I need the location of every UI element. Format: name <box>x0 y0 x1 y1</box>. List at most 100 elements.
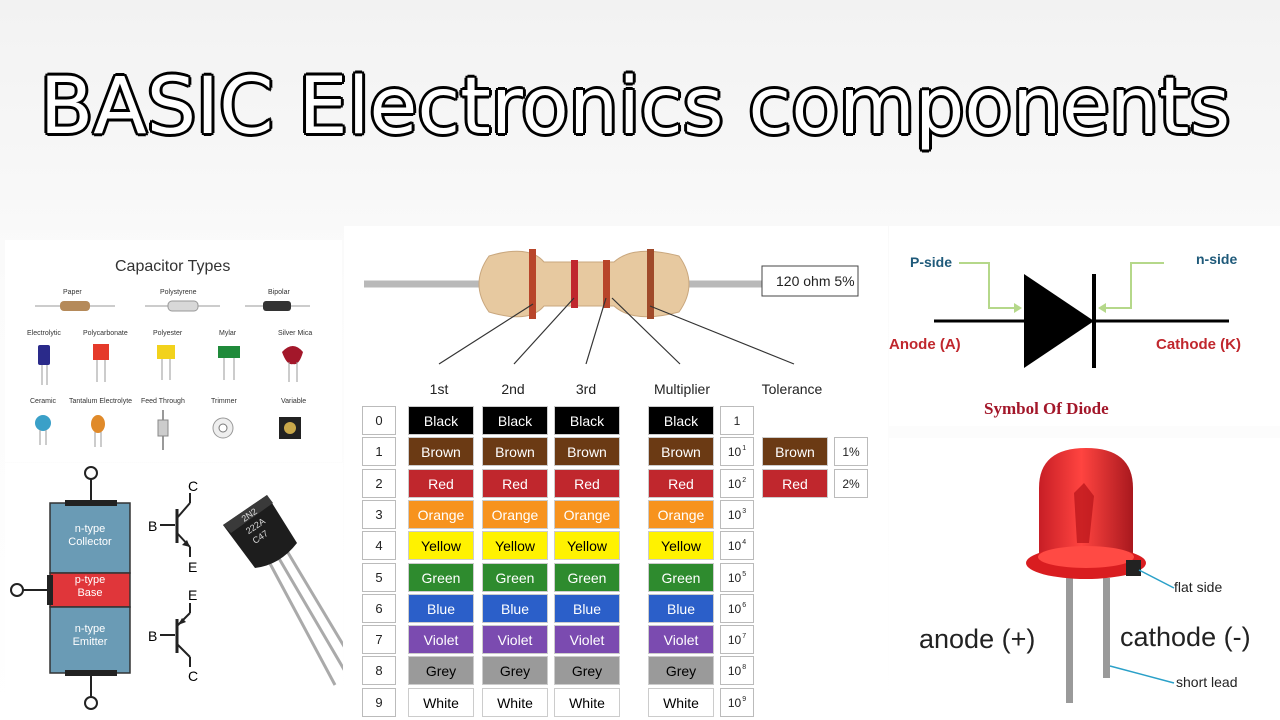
electrolytic-capacitor-icon <box>38 345 50 385</box>
resistor-band-4 <box>647 249 654 319</box>
multiplier-exponent: 1 <box>742 445 747 452</box>
color-band-cell: Blue <box>554 594 620 623</box>
color-band-cell: Blue <box>648 594 714 623</box>
color-band-cell: Green <box>648 563 714 592</box>
pnp-base-label: B <box>148 628 158 644</box>
color-band-cell: Black <box>554 406 620 435</box>
multiplier-exponent: 4 <box>742 539 747 546</box>
capacitor-label-feed-through: Feed Through <box>141 398 185 405</box>
capacitor-label-silver-mica: Silver Mica <box>278 330 313 337</box>
color-band-cell: Black <box>482 406 548 435</box>
emitter-layer-label: n-type Emitter <box>72 623 108 648</box>
row-index: 3 <box>362 500 396 529</box>
n-side-label: n-side <box>1196 251 1238 267</box>
tolerance-color-cell: Red <box>762 469 828 498</box>
diode-symbol-diagram <box>934 262 1229 368</box>
polystyrene-capacitor-icon <box>145 300 220 312</box>
polyester-capacitor-icon <box>157 345 175 380</box>
color-band-cell: Brown <box>408 437 474 466</box>
led-anode-label: anode (+) <box>919 624 1036 654</box>
collector-region <box>49 502 131 574</box>
color-band-cell: Yellow <box>408 531 474 560</box>
color-band-cell: Brown <box>482 437 548 466</box>
color-band-cell: Black <box>408 406 474 435</box>
color-band-cell: Violet <box>482 625 548 654</box>
capacitor-label-mylar: Mylar <box>219 330 237 337</box>
tolerance-value-cell: 1% <box>834 437 868 466</box>
row-index: 9 <box>362 688 396 717</box>
mylar-capacitor-icon <box>218 346 240 380</box>
color-band-cell: Orange <box>482 500 548 529</box>
pnp-emitter-label: E <box>188 587 198 603</box>
multiplier-exponent: 8 <box>742 664 747 671</box>
resistor-value-label: 120 ohm 5% <box>776 273 855 289</box>
tantalum-capacitor-icon <box>91 415 105 447</box>
npn-base-label: B <box>148 518 158 534</box>
cathode-lead <box>1103 578 1110 678</box>
resistor-color-code-panel: 120 ohm 5% 1st 2nd 3rd Multiplier Tolera… <box>344 226 888 720</box>
row-index: 8 <box>362 656 396 685</box>
base-region <box>49 572 131 608</box>
to92-transistor-icon <box>223 495 343 686</box>
capacitor-label-paper: Paper <box>63 289 82 296</box>
color-band-cell: Yellow <box>554 531 620 560</box>
color-band-cell: White <box>408 688 474 717</box>
color-band-cell: White <box>482 688 548 717</box>
tolerance-color-cell: Brown <box>762 437 828 466</box>
feed-through-capacitor-icon <box>157 410 169 450</box>
color-band-cell: Grey <box>408 656 474 685</box>
color-band-cell: Black <box>648 406 714 435</box>
resistor-band-1 <box>529 249 536 319</box>
transistor-panel: n-type Collector p-type Base n-type Emit… <box>5 463 343 720</box>
column-header-3rd: 3rd <box>575 381 597 397</box>
column-header-1st: 1st <box>429 381 449 397</box>
row-index: 1 <box>362 437 396 466</box>
paper-capacitor-icon <box>35 301 115 311</box>
column-header-tolerance: Tolerance <box>761 381 823 397</box>
color-band-cell: White <box>648 688 714 717</box>
column-header-2nd: 2nd <box>501 381 525 397</box>
multiplier-exponent: 3 <box>742 508 747 515</box>
multiplier-exponent: 2 <box>742 477 747 484</box>
color-band-cell: Red <box>408 469 474 498</box>
color-band-cell: Red <box>648 469 714 498</box>
emitter-region <box>49 606 131 674</box>
color-band-cell: Violet <box>554 625 620 654</box>
capacitor-illustrations <box>35 300 310 450</box>
row-index: 0 <box>362 406 396 435</box>
color-band-cell: Brown <box>648 437 714 466</box>
capacitor-label-electrolytic: Electrolytic <box>27 330 61 337</box>
silver-mica-capacitor-icon <box>282 346 303 382</box>
resistor-illustration <box>364 249 859 365</box>
variable-capacitor-icon <box>279 417 301 439</box>
color-band-cell: Violet <box>648 625 714 654</box>
short-lead-label: short lead <box>1176 674 1238 690</box>
npn-collector-label: C <box>188 478 199 494</box>
tolerance-value-cell: 2% <box>834 469 868 498</box>
color-band-cell: Grey <box>554 656 620 685</box>
color-band-cell: Green <box>554 563 620 592</box>
capacitor-label-trimmer: Trimmer <box>211 398 237 405</box>
p-side-label: P-side <box>910 254 953 270</box>
trimmer-capacitor-icon <box>212 417 234 439</box>
diode-triangle <box>1024 274 1094 368</box>
led-illustration <box>1026 448 1175 703</box>
pnp-collector-label: C <box>188 668 199 684</box>
capacitor-label-variable: Variable <box>281 398 307 405</box>
color-band-cell: Red <box>482 469 548 498</box>
resistor-band-2 <box>571 260 578 308</box>
color-band-cell: Brown <box>554 437 620 466</box>
row-index: 7 <box>362 625 396 654</box>
capacitor-label-tantalum: Tantalum Electrolyte <box>69 398 133 405</box>
color-band-cell: Orange <box>648 500 714 529</box>
color-band-cell: Grey <box>648 656 714 685</box>
row-index: 6 <box>362 594 396 623</box>
multiplier-exponent: 5 <box>742 571 747 578</box>
